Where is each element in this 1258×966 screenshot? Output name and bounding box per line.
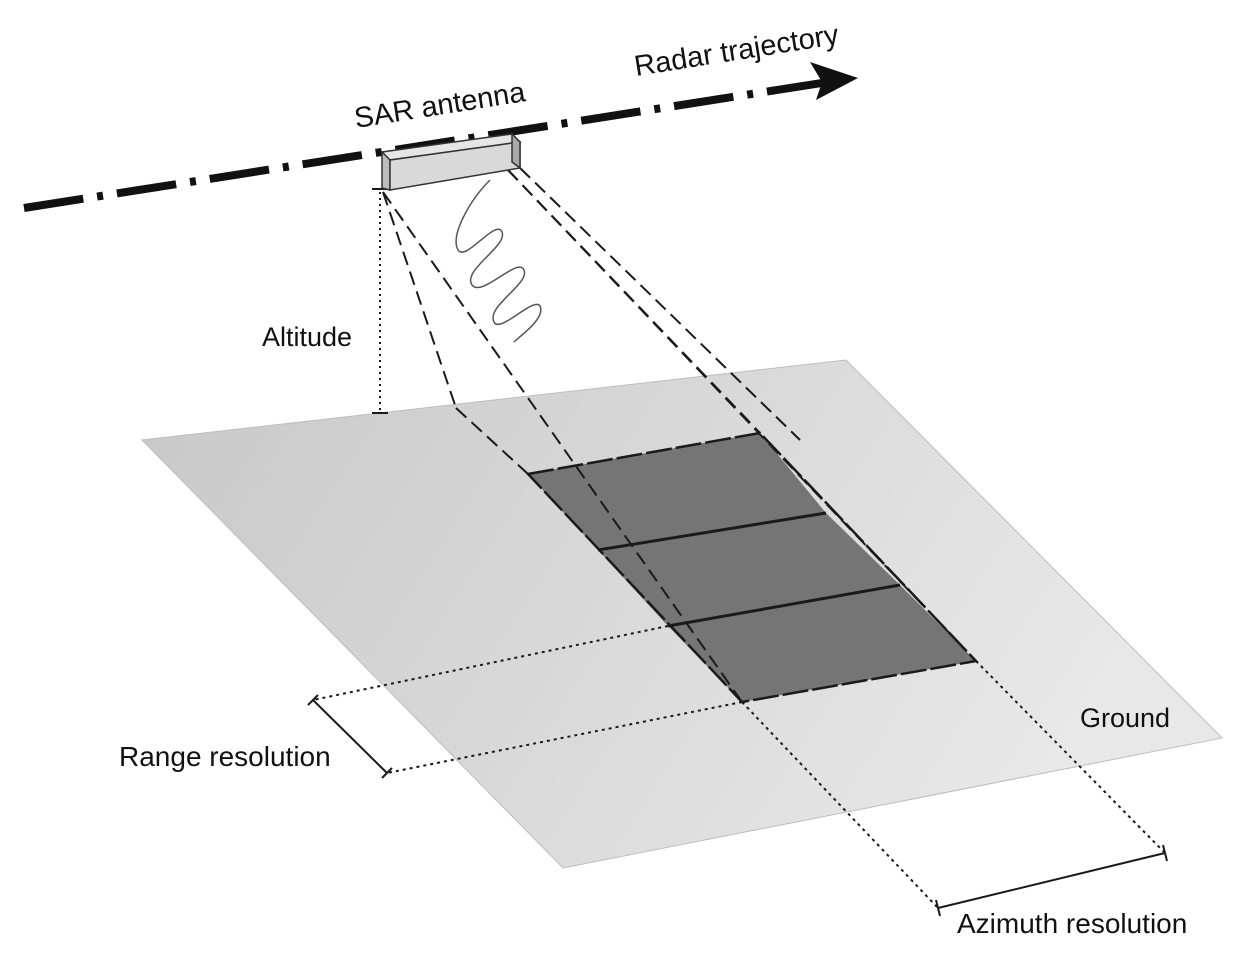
ground-label: Ground <box>1080 703 1170 733</box>
resolution-cells <box>525 431 979 704</box>
resolution-cell-1 <box>528 433 826 550</box>
resolution-cell-3 <box>668 585 976 702</box>
azimuth-resolution-label: Azimuth resolution <box>957 908 1187 939</box>
azimuth-resolution-bracket <box>935 844 1168 917</box>
trajectory-line <box>23 78 829 212</box>
radar-wave-icon <box>455 179 542 343</box>
azimuth-extension-lines <box>741 660 1166 909</box>
altitude-line <box>372 188 388 414</box>
cell-divider-2 <box>667 583 901 628</box>
sar-antenna <box>380 132 522 191</box>
sar-antenna-label: SAR antenna <box>352 76 528 135</box>
radar-trajectory <box>23 62 858 212</box>
range-resolution-bracket <box>307 694 393 779</box>
beam-lines <box>382 167 977 703</box>
trajectory-arrowhead <box>810 62 858 100</box>
radar-trajectory-label: Radar trajectory <box>632 19 841 83</box>
altitude-label: Altitude <box>262 322 352 352</box>
range-extension-lines <box>312 625 743 774</box>
cell-divider-1 <box>597 511 827 552</box>
range-resolution-label: Range resolution <box>119 741 331 772</box>
